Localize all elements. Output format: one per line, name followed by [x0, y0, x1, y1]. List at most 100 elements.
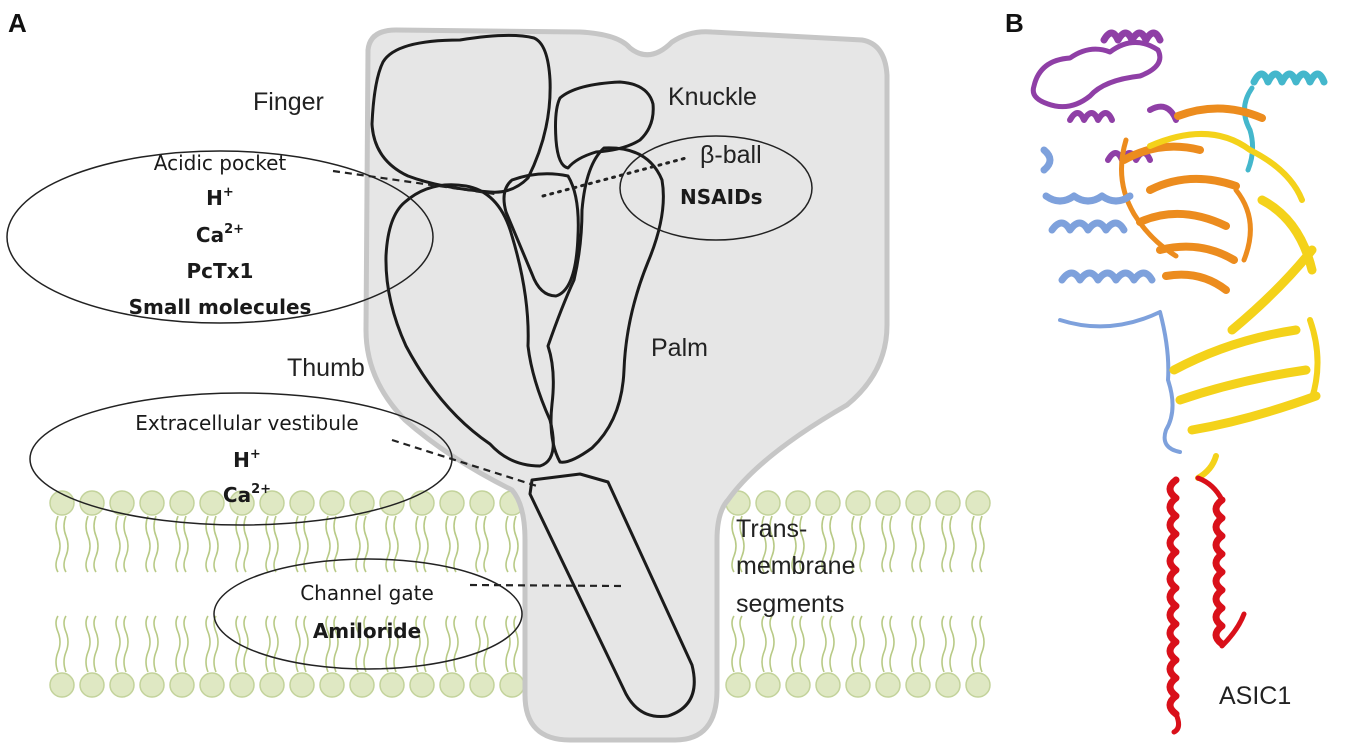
lipid-head-upper [875, 490, 901, 516]
finger-domain [370, 33, 552, 194]
lipid-head-upper [259, 490, 285, 516]
lipid-head-lower [49, 672, 75, 698]
panel-a-letter: A [8, 8, 27, 38]
lipid-tail [445, 615, 451, 673]
vestibule-title: Extracellular vestibule [135, 411, 358, 435]
lipid-head-upper [469, 490, 495, 516]
lipid-tail [919, 615, 925, 673]
lipid-tail [153, 515, 159, 573]
lipid-tail [385, 515, 391, 573]
lipid-tail [769, 515, 775, 573]
acidic-pocket-ellipse [6, 150, 434, 324]
lipid-tail [355, 515, 361, 573]
gate-title: Channel gate [300, 581, 434, 605]
lipid-head-upper [169, 490, 195, 516]
lipid-tail [505, 515, 511, 573]
lipid-tail [889, 615, 895, 673]
lipid-tail [235, 515, 241, 573]
lipid-tail [453, 515, 459, 573]
lipid-tail [183, 515, 189, 573]
lipid-head-upper [439, 490, 465, 516]
lipid-tail [979, 615, 985, 673]
lipid-head-upper [905, 490, 931, 516]
thumb-domain [384, 183, 555, 468]
transmembrane-label-2: membrane [736, 552, 856, 580]
transmembrane-label-1: Trans- [736, 515, 807, 543]
lipid-tail [213, 515, 219, 573]
lipid-tail [941, 615, 947, 673]
lipid-head-lower [409, 672, 435, 698]
lipid-tail [475, 615, 481, 673]
beta-ball-label: β-ball [700, 141, 762, 169]
lipid-head-lower [439, 672, 465, 698]
lipid-tail [213, 615, 219, 673]
acidic-item-h: H+ [206, 185, 234, 210]
lipid-tail [303, 515, 309, 573]
lipid-tail [513, 515, 519, 573]
lipid-tail [393, 515, 399, 573]
lipid-head-lower [755, 672, 781, 698]
lipid-tail [363, 615, 369, 673]
lipid-head-lower [139, 672, 165, 698]
lipid-tail [123, 515, 129, 573]
panel-b-letter: B [1005, 8, 1024, 38]
lipid-head-upper [319, 490, 345, 516]
lipid-tail [393, 615, 399, 673]
lipid-head-upper [79, 490, 105, 516]
lipid-tail [415, 615, 421, 673]
lipid-tail [423, 515, 429, 573]
lipid-head-lower [199, 672, 225, 698]
lipid-head-lower [965, 672, 991, 698]
vestibule-item-ca: Ca2+ [223, 482, 271, 507]
lipid-tail [971, 615, 977, 673]
lipid-tail [363, 515, 369, 573]
lipid-tail [243, 615, 249, 673]
lipid-tail [85, 615, 91, 673]
lipid-tail [505, 615, 511, 673]
lipid-tail [829, 515, 835, 573]
lipid-head-upper [379, 490, 405, 516]
lipid-tail [325, 515, 331, 573]
lipid-tail [761, 615, 767, 673]
lipid-tail [453, 615, 459, 673]
lipid-tail [851, 615, 857, 673]
lipid-tail [949, 615, 955, 673]
finger-label: Finger [253, 88, 324, 116]
lipid-tail [941, 515, 947, 573]
lipid-tail [761, 515, 767, 573]
lipid-head-lower [229, 672, 255, 698]
lipid-tail [355, 615, 361, 673]
lipid-tail [243, 515, 249, 573]
lipid-tail [911, 615, 917, 673]
lipid-tail [791, 515, 797, 573]
lipid-head-upper [349, 490, 375, 516]
lipid-tail [919, 515, 925, 573]
protein-envelope [363, 27, 890, 743]
lipid-head-upper [935, 490, 961, 516]
lipid-tail [295, 515, 301, 573]
lipid-tail [115, 515, 121, 573]
nsaids-label: NSAIDs [680, 185, 763, 209]
lipid-tail [859, 515, 865, 573]
lipid-tail [445, 515, 451, 573]
lipid-tail [821, 515, 827, 573]
lipid-tail [483, 615, 489, 673]
palm-label: Palm [651, 334, 708, 362]
asic1-label: ASIC1 [1219, 682, 1291, 710]
beta-ball-domain [502, 172, 580, 298]
lipid-tail [513, 615, 519, 673]
lipid-tail [303, 615, 309, 673]
lipid-head-lower [289, 672, 315, 698]
lipid-tail [183, 615, 189, 673]
vestibule-item-h: H+ [233, 447, 261, 472]
lipid-tail [85, 515, 91, 573]
lipid-head-lower [499, 672, 525, 698]
lipid-tail [175, 615, 181, 673]
lipid-tail [423, 615, 429, 673]
lipid-tail [911, 515, 917, 573]
transmembrane-label-3: segments [736, 590, 844, 618]
acidic-item-pctx1: PcTx1 [187, 259, 254, 283]
gate-leader [469, 583, 623, 588]
lipid-tail [483, 515, 489, 573]
lipid-tail [859, 615, 865, 673]
